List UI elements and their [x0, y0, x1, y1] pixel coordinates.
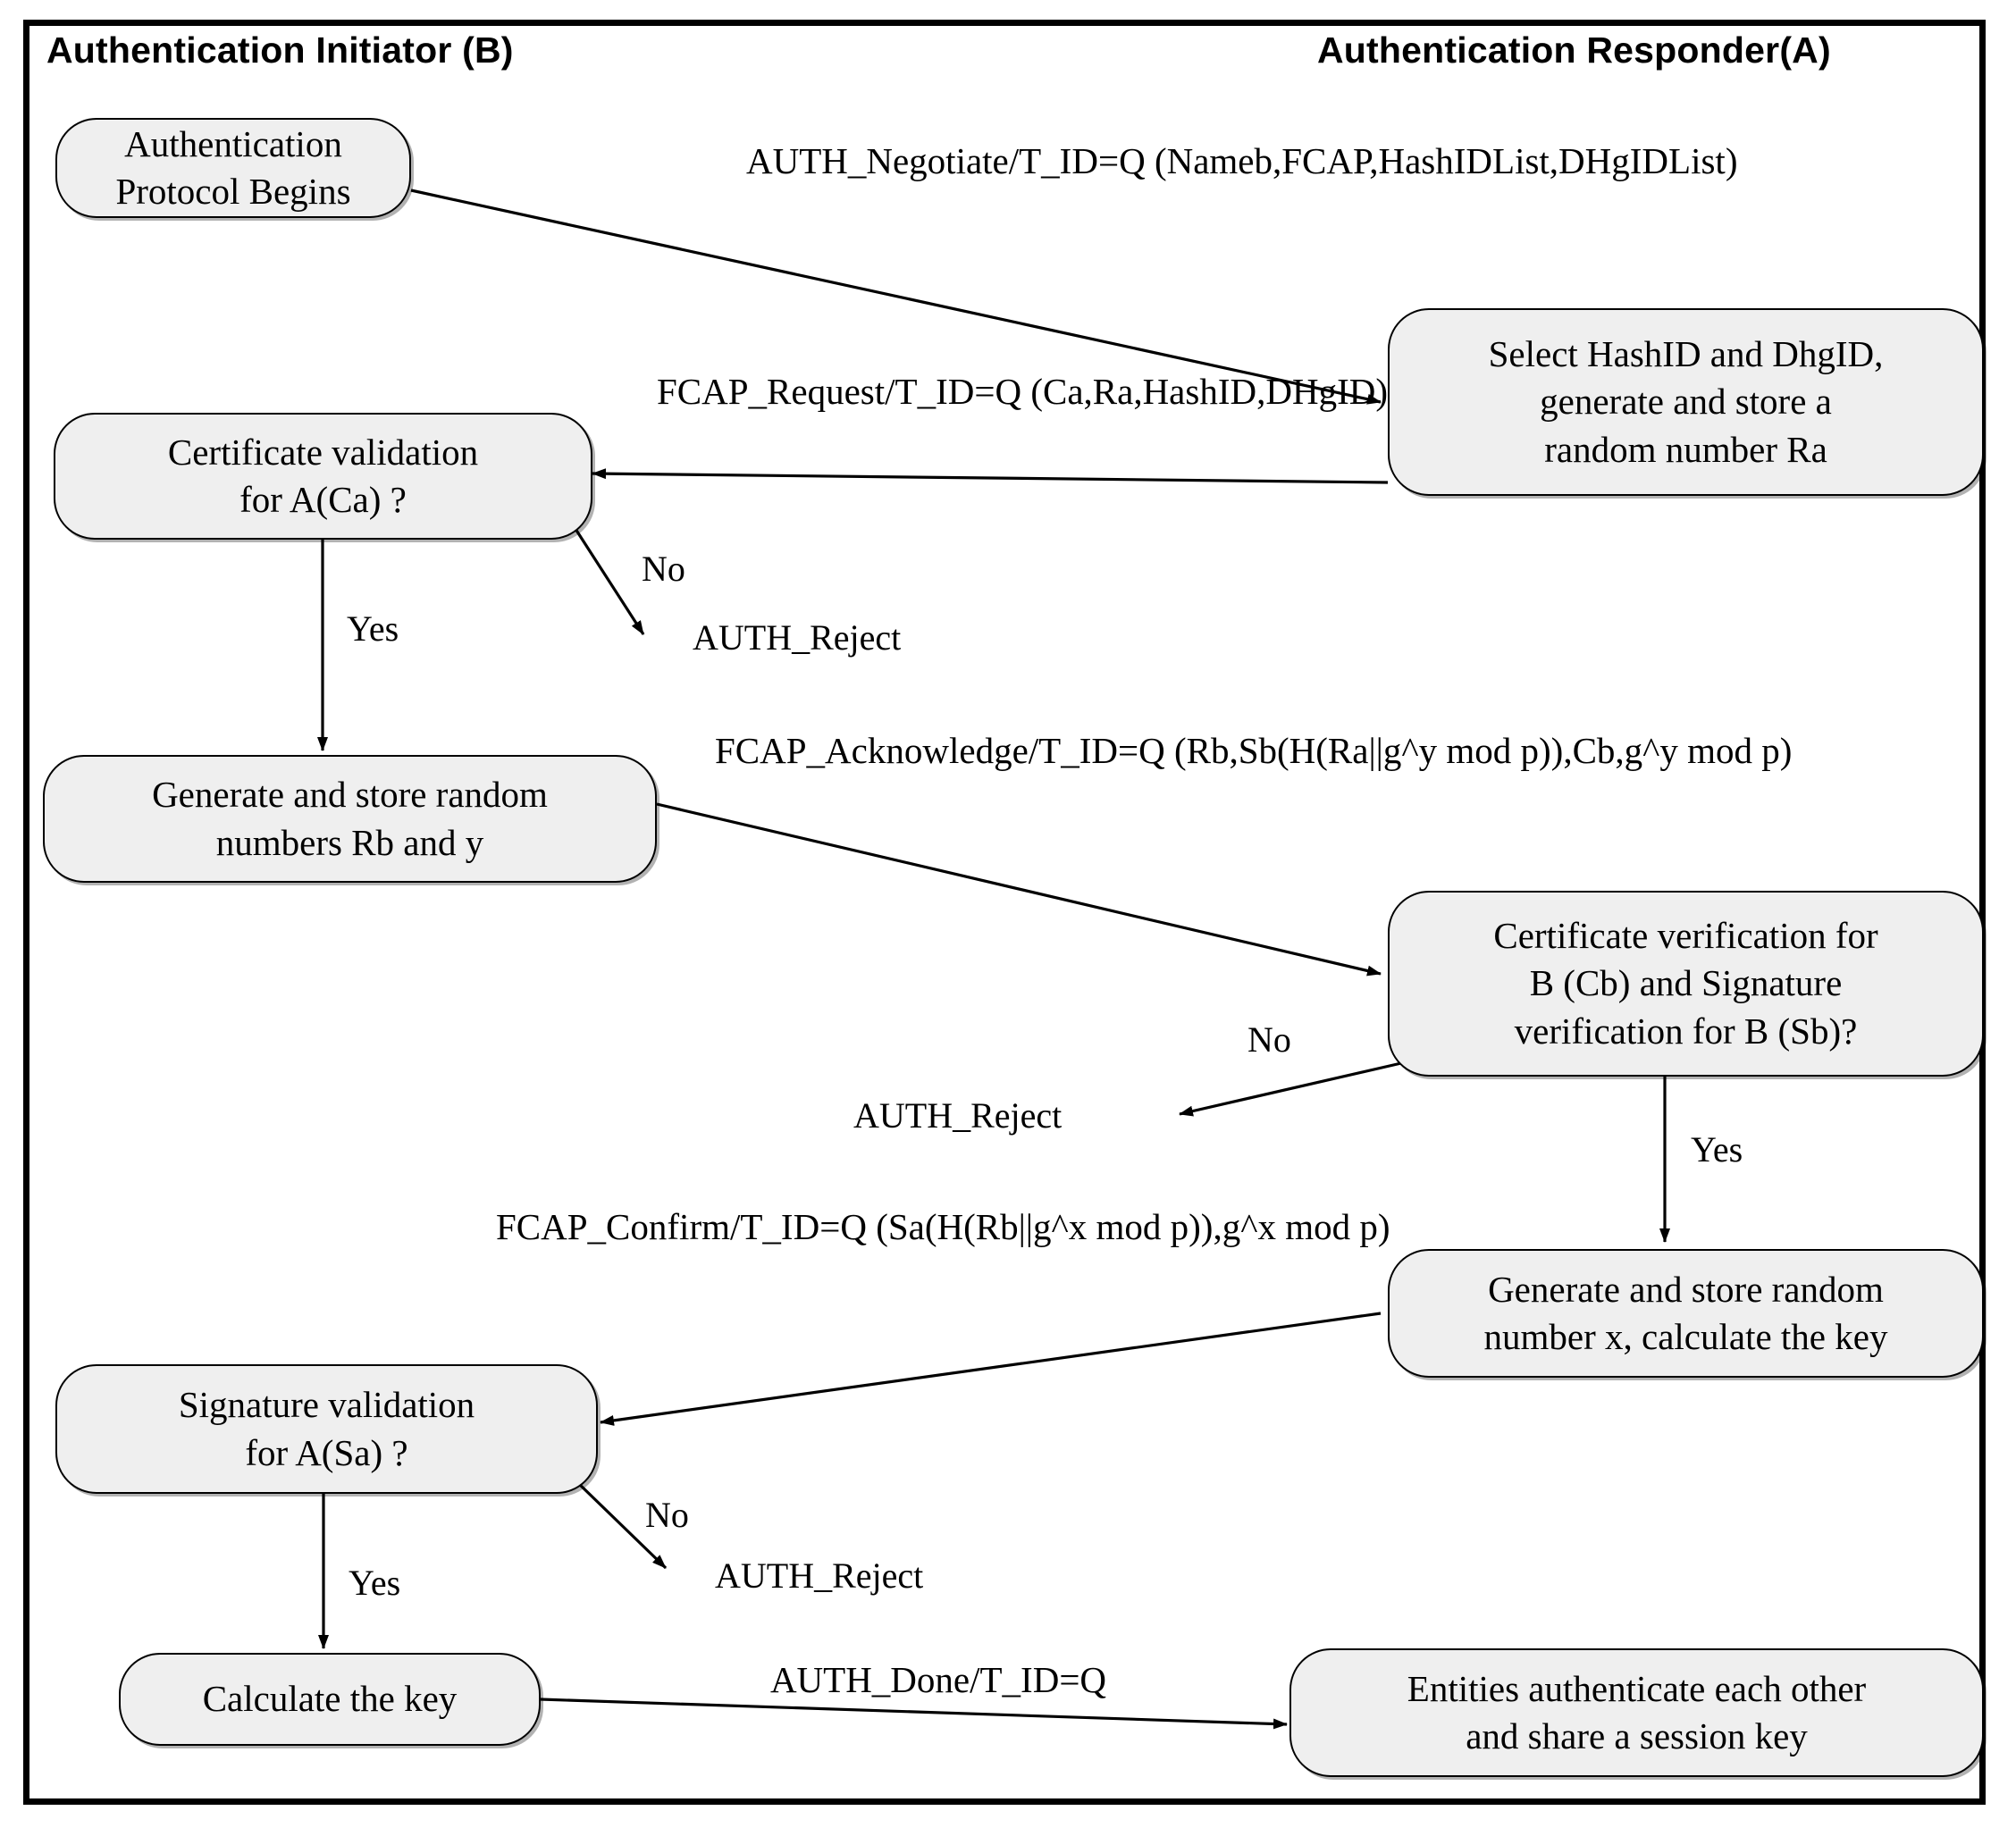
node-line: Select HashID and DhgID,: [1488, 333, 1884, 375]
branch-label-yes-3: Yes: [349, 1563, 401, 1603]
node-line: random number Ra: [1544, 428, 1827, 470]
node-entities-authenticate[interactable]: Entities authenticate each other and sha…: [1289, 1648, 1984, 1777]
terminal-auth-reject-1: AUTH_Reject: [693, 617, 902, 658]
node-line: Protocol Begins: [115, 171, 351, 212]
lane-title-initiator: Authentication Initiator (B): [46, 29, 514, 71]
node-line: Generate and store random: [152, 774, 548, 816]
node-generate-store-x-calculate-key[interactable]: Generate and store random number x, calc…: [1388, 1249, 1984, 1378]
node-calculate-the-key[interactable]: Calculate the key: [119, 1653, 541, 1746]
edge-label-fcap-request: FCAP_Request/T_ID=Q (Ca,Ra,HashID,DHgID): [657, 369, 1388, 414]
message-line: (Sa(H(Rb||g^x mod p)),g^x mod p): [876, 1206, 1390, 1247]
edge-label-auth-done: AUTH_Done/T_ID=Q: [688, 1657, 1189, 1702]
branch-label-no-3: No: [645, 1495, 689, 1535]
node-line: generate and store a: [1540, 381, 1832, 423]
node-generate-store-rb-y[interactable]: Generate and store random numbers Rb and…: [43, 755, 657, 883]
diagram-frame: [23, 20, 1986, 1805]
node-line: verification for B (Sb)?: [1514, 1010, 1858, 1052]
node-line: Entities authenticate each other: [1407, 1667, 1867, 1709]
lane-title-responder: Authentication Responder(A): [1317, 29, 1831, 71]
node-authentication-protocol-begins[interactable]: Authentication Protocol Begins: [55, 118, 411, 218]
terminal-auth-reject-3: AUTH_Reject: [715, 1555, 924, 1596]
message-line: FCAP_Request/T_ID=Q: [657, 371, 1022, 412]
branch-label-no-2: No: [1247, 1019, 1291, 1060]
node-line: Certificate verification for: [1493, 915, 1878, 957]
edge-label-fcap-acknowledge: FCAP_Acknowledge/T_ID=Q (Rb,Sb(H(Ra||g^y…: [715, 728, 1792, 773]
node-line: and share a session key: [1466, 1715, 1808, 1756]
node-line: numbers Rb and y: [215, 821, 484, 863]
branch-label-yes-1: Yes: [347, 608, 399, 649]
node-line: Certificate validation: [167, 431, 479, 473]
node-line: Calculate the key: [202, 1678, 458, 1720]
message-line: AUTH_Negotiate/T_ID=Q: [746, 140, 1146, 181]
message-line: AUTH_Done/T_ID=Q: [769, 1659, 1107, 1700]
node-line: Authentication: [124, 122, 342, 164]
terminal-auth-reject-2: AUTH_Reject: [853, 1095, 1063, 1136]
branch-label-no-1: No: [642, 549, 685, 589]
node-line: Signature validation: [178, 1384, 475, 1426]
message-line: FCAP_Confirm/T_ID=Q: [496, 1206, 867, 1247]
message-line: (Nameb,FCAP,HashIDList,DHgIDList): [1154, 140, 1738, 181]
message-line: (Rb,Sb(H(Ra||g^y mod p)),Cb,g^y mod p): [1173, 730, 1793, 771]
edge-label-auth-negotiate: AUTH_Negotiate/T_ID=Q (Nameb,FCAP,HashID…: [746, 138, 1737, 183]
node-line: number x, calculate the key: [1483, 1316, 1888, 1357]
message-line: (Ca,Ra,HashID,DHgID): [1030, 371, 1388, 412]
edge-label-fcap-confirm: FCAP_Confirm/T_ID=Q (Sa(H(Rb||g^x mod p)…: [496, 1204, 1390, 1249]
node-line: Generate and store random: [1488, 1268, 1884, 1310]
node-line: B (Cb) and Signature: [1529, 962, 1843, 1004]
node-certificate-verification-b[interactable]: Certificate verification for B (Cb) and …: [1388, 891, 1984, 1077]
node-line: for A(Sa) ?: [245, 1431, 408, 1473]
node-line: for A(Ca) ?: [239, 479, 407, 520]
node-signature-validation-a[interactable]: Signature validation for A(Sa) ?: [55, 1364, 598, 1494]
node-select-hashid-dhgid[interactable]: Select HashID and DhgID, generate and st…: [1388, 308, 1984, 496]
message-line: FCAP_Acknowledge/T_ID=Q: [715, 730, 1165, 771]
node-certificate-validation-a[interactable]: Certificate validation for A(Ca) ?: [54, 413, 592, 540]
branch-label-yes-2: Yes: [1691, 1129, 1743, 1170]
